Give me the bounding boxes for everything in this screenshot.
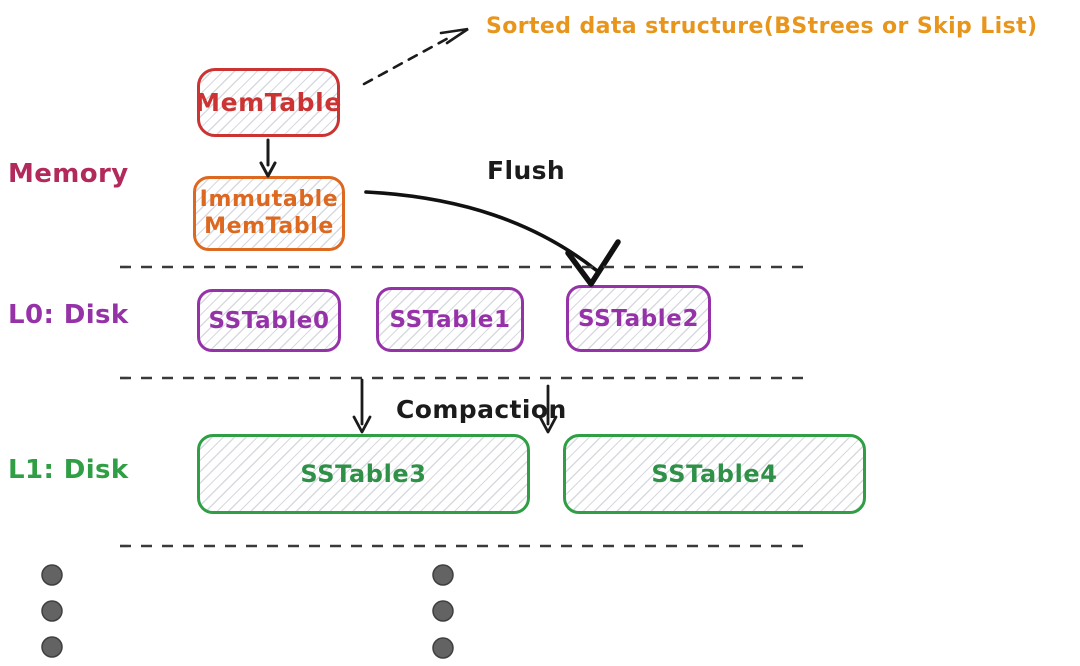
flush-arrow (364, 190, 621, 287)
ellipsis-dot (432, 600, 454, 622)
ellipsis-dot (41, 636, 63, 658)
sstable3-label: SSTable3 (300, 460, 427, 488)
sstable1-node: SSTable1 (376, 287, 524, 352)
sstable3-node: SSTable3 (197, 434, 530, 514)
compaction-label: Compaction (396, 395, 567, 424)
sstable4-node: SSTable4 (563, 434, 866, 514)
memtable-to-immutable-arrow (259, 138, 277, 178)
sstable2-node: SSTable2 (566, 285, 711, 352)
ellipsis-dots-left (41, 564, 63, 658)
sstable0-label: SSTable0 (208, 307, 330, 334)
ellipsis-dot (432, 637, 454, 659)
ellipsis-dot (41, 564, 63, 586)
memory-row-label: Memory (8, 159, 129, 189)
flush-label: Flush (487, 156, 566, 185)
immutable-memtable-node: Immutable MemTable (193, 176, 345, 251)
sstable4-label: SSTable4 (651, 460, 778, 488)
immutable-memtable-label-line1: Immutable (199, 187, 339, 213)
sstable1-label: SSTable1 (389, 306, 511, 333)
memtable-node: MemTable (195, 68, 342, 137)
memtable-label: MemTable (195, 88, 342, 117)
immutable-memtable-label-line2: MemTable (204, 213, 334, 239)
sstable2-label: SSTable2 (577, 305, 700, 332)
ellipsis-dot (41, 600, 63, 622)
sstable0-node: SSTable0 (197, 289, 341, 352)
compaction-arrow-left (352, 378, 372, 434)
ellipsis-dots-right (432, 564, 454, 659)
ellipsis-dot (432, 564, 454, 586)
l1-disk-row-label: L1: Disk (8, 455, 129, 485)
sorted-structure-note: Sorted data structure(BStrees or Skip Li… (486, 14, 1038, 39)
sorted-structure-arrow (362, 27, 469, 86)
l0-disk-row-label: L0: Disk (8, 300, 129, 330)
